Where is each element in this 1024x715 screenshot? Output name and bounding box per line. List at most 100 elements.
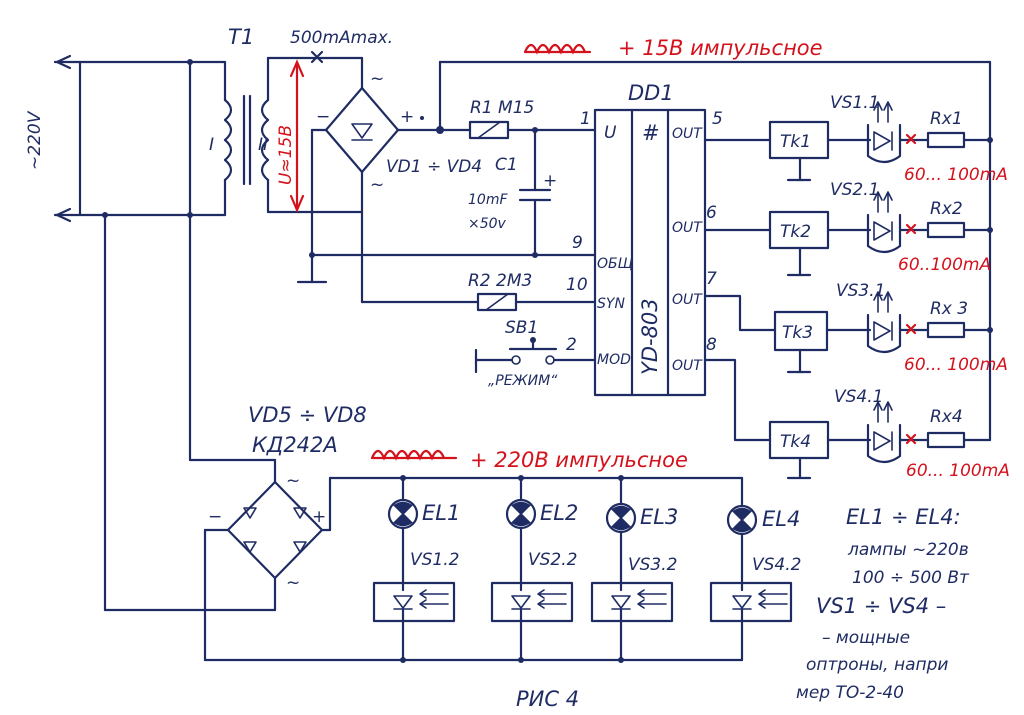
vs1-1-label: VS1.1 bbox=[830, 93, 879, 113]
note-line-4: VS1 ÷ VS4 – bbox=[816, 594, 946, 618]
tk1-label: Tk1 bbox=[780, 132, 811, 152]
rx4-current: 60... 100mA bbox=[906, 461, 1010, 481]
rx4-label: Rx4 bbox=[930, 407, 963, 427]
bridge2-part: КД242A bbox=[252, 433, 338, 457]
vs2-1-label: VS2.1 bbox=[830, 180, 879, 200]
bridge1-plus: + bbox=[400, 107, 414, 127]
el2-label: EL2 bbox=[540, 501, 578, 525]
lamp-el4: EL4 VS4.2 bbox=[709, 476, 801, 662]
bridge1-tilde-top: ~ bbox=[370, 69, 384, 89]
dd1-pin10-number: 10 bbox=[566, 275, 588, 295]
bridge2-plus: + bbox=[312, 507, 326, 527]
channel-2: Tk2 VS2.1 Rx2 60..100mA bbox=[768, 180, 993, 277]
r2-sync: R2 2M3 10 bbox=[360, 210, 597, 312]
channel-1: Tk1 VS1.1 Rx1 60... 100mA bbox=[768, 93, 1008, 185]
rx2-current: 60..100mA bbox=[898, 255, 991, 275]
notes: EL1 ÷ EL4: лампы ~220в 100 ÷ 500 Вт VS1 … bbox=[796, 505, 970, 703]
vs3-2-label: VS3.2 bbox=[628, 555, 677, 575]
note-line-7: мер TO-2-40 bbox=[796, 683, 904, 703]
rx1-label: Rx1 bbox=[930, 109, 963, 129]
c1-capacitance: 10mF bbox=[468, 192, 508, 208]
note-line-3: 100 ÷ 500 Вт bbox=[852, 568, 970, 588]
top-rail-label: + 15B импульсное bbox=[618, 36, 823, 60]
mains-input: ~220V bbox=[25, 54, 192, 223]
lamp-el1: EL1 VS1.2 bbox=[372, 475, 460, 663]
lamp-el2: EL2 VS2.2 bbox=[490, 475, 578, 663]
dd1-pin1-number: 1 bbox=[580, 109, 591, 129]
transformer-t1: T1 I II 500mAmax. bbox=[209, 25, 393, 186]
bridge2-name: VD5 ÷ VD8 bbox=[248, 403, 367, 427]
bridge-vd1-vd4: ~ ~ − + VD1 ÷ VD4 bbox=[296, 56, 482, 284]
vs2-2-label: VS2.2 bbox=[528, 550, 577, 570]
dd1-pin6-number: 6 bbox=[706, 203, 717, 223]
rx3-label: Rx 3 bbox=[930, 299, 968, 319]
el1-label: EL1 bbox=[422, 501, 460, 525]
dd1-chip: DD1 YD-803 # U ОБЩ SYN MOD OUT OUT OUT O… bbox=[593, 81, 723, 397]
vs4-1-label: VS4.1 bbox=[834, 387, 883, 407]
bridge2-tilde-bottom: ~ bbox=[286, 573, 300, 593]
figure-caption: РИС 4 bbox=[516, 687, 579, 711]
note-line-1: EL1 ÷ EL4: bbox=[846, 505, 961, 529]
bridge2-tilde-top: ~ bbox=[286, 471, 300, 491]
rx2-label: Rx2 bbox=[930, 199, 963, 219]
tk4-label: Tk4 bbox=[780, 432, 811, 452]
secondary-wiring: U≈15B bbox=[266, 50, 364, 214]
dd1-out4-label: OUT bbox=[672, 358, 703, 374]
dd1-out3-label: OUT bbox=[672, 292, 703, 308]
primary-wiring bbox=[102, 59, 277, 612]
bridge1-name: VD1 ÷ VD4 bbox=[386, 157, 482, 177]
dd1-pin8-number: 8 bbox=[706, 335, 717, 355]
dd1-pin-syn: SYN bbox=[597, 296, 625, 312]
bridge1-tilde-bottom: ~ bbox=[370, 175, 384, 195]
c1-plus: + bbox=[543, 171, 557, 191]
dd1-pin-u: U bbox=[604, 123, 617, 143]
transformer-name: T1 bbox=[228, 25, 254, 49]
dd1-out2-label: OUT bbox=[672, 220, 703, 236]
sb1-label: SB1 bbox=[505, 318, 538, 338]
el4-label: EL4 bbox=[762, 507, 800, 531]
tk3-label: Tk3 bbox=[782, 323, 813, 343]
note-line-5: – мощные bbox=[822, 628, 910, 648]
dd1-pin9-number: 9 bbox=[572, 233, 583, 253]
bridge2-minus: − bbox=[208, 507, 222, 527]
dd1-pin-mod: MOD bbox=[597, 352, 631, 368]
note-line-6: оптроны, напри bbox=[806, 655, 948, 675]
dd1-name: DD1 bbox=[628, 81, 674, 105]
vs4-2-label: VS4.2 bbox=[752, 555, 801, 575]
r2-label: R2 2M3 bbox=[468, 271, 532, 291]
dd1-pin7-number: 7 bbox=[706, 269, 717, 289]
bridge1-minus: − bbox=[316, 107, 330, 127]
dd1-output-wiring bbox=[703, 138, 777, 442]
rail-220v: + 220B импульсное bbox=[203, 448, 744, 662]
dd1-part-number: YD-803 bbox=[638, 298, 662, 375]
el3-label: EL3 bbox=[640, 505, 678, 529]
rx3-current: 60... 100mA bbox=[904, 355, 1008, 375]
pulse-wave-icon bbox=[370, 449, 458, 461]
top-rail-15v: + 15B импульсное bbox=[436, 36, 992, 442]
bridge-vd5-vd8: VD5 ÷ VD8 КД242A ~ ~ + − bbox=[203, 403, 367, 662]
channel-3: Tk3 VS3.1 Rx 3 60... 100mA bbox=[773, 281, 1008, 375]
r1-c1: R1 M15 + C1 10mF ×50v 1 bbox=[438, 98, 597, 257]
common-line: 9 bbox=[310, 233, 597, 258]
dd1-pin2-number: 2 bbox=[566, 335, 577, 355]
rx1-current: 60... 100mA bbox=[904, 165, 1008, 185]
lamp-el3: EL3 VS3.2 bbox=[590, 475, 678, 663]
note-line-2: лампы ~220в bbox=[847, 540, 969, 560]
c1-voltage: ×50v bbox=[468, 216, 507, 232]
sb1-caption: „РЕЖИМ“ bbox=[488, 373, 558, 389]
secondary-voltage-note: U≈15B bbox=[276, 125, 296, 185]
secondary-winding-label: II bbox=[258, 135, 268, 155]
dd1-out1-label: OUT bbox=[672, 126, 703, 142]
dd1-pin-common: ОБЩ bbox=[597, 256, 633, 272]
pulse-wave-icon bbox=[523, 43, 592, 55]
sb1-mode-button: SB1 „РЕЖИМ“ 2 bbox=[474, 318, 597, 389]
c1-name: C1 bbox=[495, 155, 518, 175]
channel-4: Tk4 VS4.1 Rx4 60... 100mA bbox=[768, 387, 1010, 481]
vs1-2-label: VS1.2 bbox=[410, 550, 459, 570]
rail-220v-label: + 220B импульсное bbox=[470, 448, 688, 472]
dd1-hash-symbol: # bbox=[642, 121, 660, 145]
vs3-1-label: VS3.1 bbox=[836, 281, 885, 301]
mains-label: ~220V bbox=[25, 110, 45, 170]
primary-winding-label: I bbox=[209, 135, 214, 155]
